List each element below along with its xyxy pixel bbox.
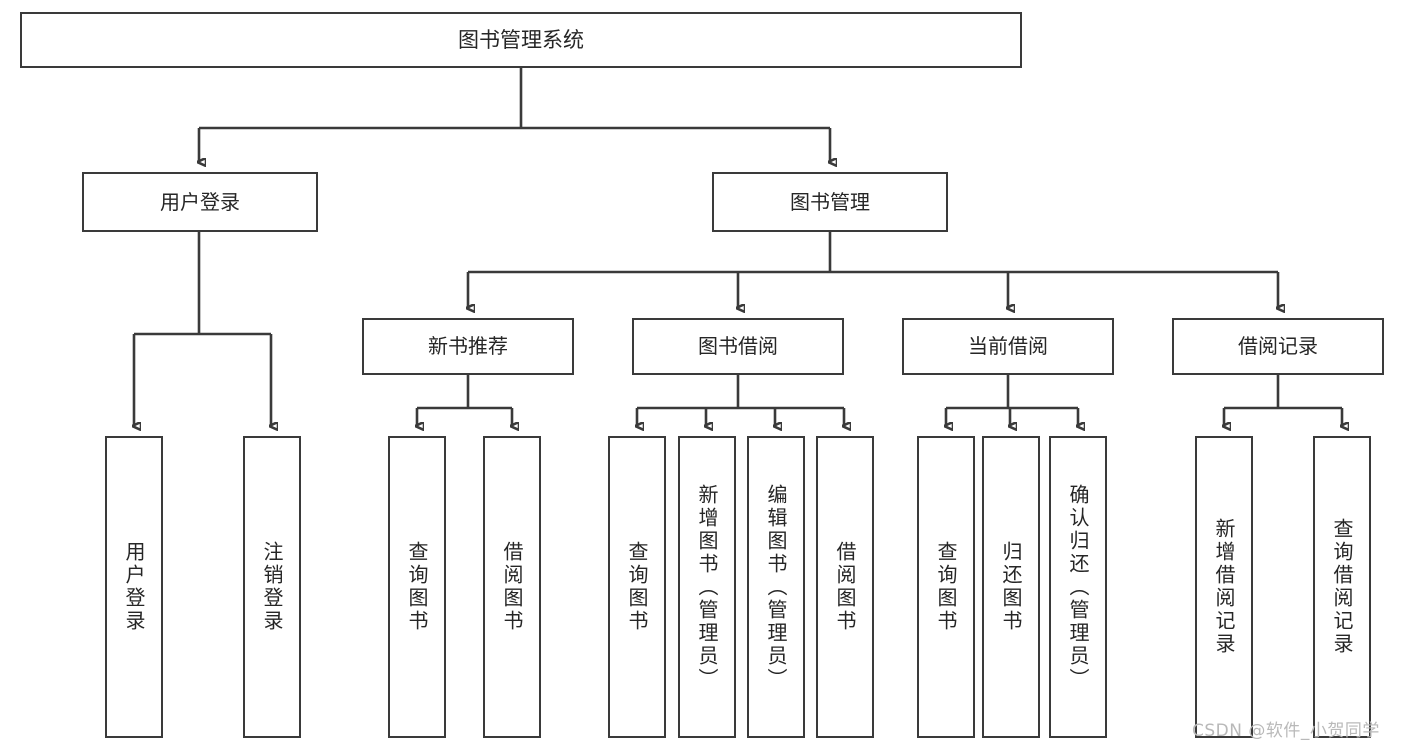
leaf-current-confirm-return-admin[interactable]: 确认归还（管理员）: [1049, 436, 1107, 738]
leaf-borrow-edit-book-admin[interactable]: 编辑图书（管理员）: [747, 436, 805, 738]
leaf-record-add-borrow-record[interactable]: 新增借阅记录: [1195, 436, 1253, 738]
leaf-label: 借阅图书: [500, 541, 524, 633]
leaf-record-query-borrow-record[interactable]: 查询借阅记录: [1313, 436, 1371, 738]
node-book-management[interactable]: 图书管理: [712, 172, 948, 232]
leaf-label: 借阅图书: [833, 541, 857, 633]
node-label: 借阅记录: [1238, 334, 1318, 358]
leaf-borrow-add-book-admin[interactable]: 新增图书（管理员）: [678, 436, 736, 738]
leaf-user-logout[interactable]: 注销登录: [243, 436, 301, 738]
leaf-label: 查询图书: [405, 541, 429, 633]
leaf-recommend-query-book[interactable]: 查询图书: [388, 436, 446, 738]
node-root-book-management-system[interactable]: 图书管理系统: [20, 12, 1022, 68]
node-label: 用户登录: [160, 189, 240, 214]
leaf-label: 新增借阅记录: [1212, 518, 1236, 656]
leaf-borrow-query-book[interactable]: 查询图书: [608, 436, 666, 738]
node-current-borrow[interactable]: 当前借阅: [902, 318, 1114, 375]
leaf-current-return-book[interactable]: 归还图书: [982, 436, 1040, 738]
leaf-label: 用户登录: [122, 541, 146, 633]
csdn-watermark: CSDN @软件_小贺同学: [1192, 721, 1380, 741]
leaf-label: 查询图书: [934, 541, 958, 633]
leaf-label: 编辑图书（管理员）: [764, 483, 788, 691]
leaf-label: 查询借阅记录: [1330, 518, 1354, 656]
leaf-current-query-book[interactable]: 查询图书: [917, 436, 975, 738]
node-new-book-recommend[interactable]: 新书推荐: [362, 318, 574, 375]
node-borrow-record[interactable]: 借阅记录: [1172, 318, 1384, 375]
leaf-label: 确认归还（管理员）: [1066, 483, 1090, 691]
node-book-borrow[interactable]: 图书借阅: [632, 318, 844, 375]
leaf-label: 查询图书: [625, 541, 649, 633]
node-label: 图书管理系统: [458, 27, 584, 52]
node-label: 图书借阅: [698, 334, 778, 358]
leaf-borrow-borrow-book[interactable]: 借阅图书: [816, 436, 874, 738]
leaf-user-login[interactable]: 用户登录: [105, 436, 163, 738]
node-label: 图书管理: [790, 189, 870, 214]
leaf-label: 注销登录: [260, 541, 284, 633]
leaf-label: 归还图书: [999, 541, 1023, 633]
leaf-label: 新增图书（管理员）: [695, 483, 719, 691]
leaf-recommend-borrow-book[interactable]: 借阅图书: [483, 436, 541, 738]
node-user-login[interactable]: 用户登录: [82, 172, 318, 232]
node-label: 新书推荐: [428, 334, 508, 358]
node-label: 当前借阅: [968, 334, 1048, 358]
